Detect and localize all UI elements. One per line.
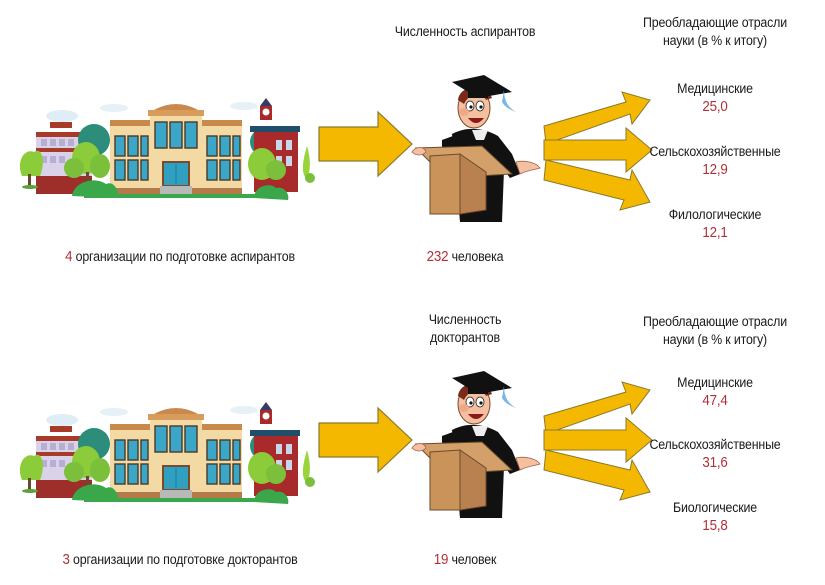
field-item: Медицинские 47,4: [646, 374, 784, 410]
fields-title: Преобладающие отрасли науки (в % к итогу…: [642, 314, 788, 347]
arrow-to-field-1: [543, 381, 651, 435]
arrow-to-field-2: [543, 416, 653, 464]
headcount-value: 232: [426, 249, 449, 265]
graduate-at-podium-icon: [411, 75, 541, 222]
fan-out-arrows-icon: [543, 91, 653, 211]
arrow-to-field-2: [543, 126, 653, 174]
field-percent: 12,1: [702, 225, 728, 241]
field-item: Биологические 15,8: [646, 499, 784, 535]
field-percent: 25,0: [702, 99, 728, 115]
arrow-right-icon: [318, 110, 413, 178]
field-percent: 15,8: [702, 518, 728, 534]
headcount-title: Численность докторантов: [428, 312, 502, 345]
headcount-label: 232 человека: [426, 249, 504, 265]
arrow-to-field-3: [543, 449, 651, 501]
field-percent: 12,9: [702, 162, 728, 178]
field-name: Биологические: [673, 500, 757, 515]
org-count-label: 3 организации по подготовке докторантов: [62, 552, 298, 568]
field-name: Медицинские: [677, 375, 753, 390]
arrow-to-field-3: [543, 159, 651, 211]
field-name: Сельскохозяйственные: [649, 437, 781, 452]
field-name: Медицинские: [677, 81, 753, 96]
field-name: Сельскохозяйственные: [649, 144, 781, 159]
headcount-value: 19: [433, 552, 449, 568]
arrow-to-field-1: [543, 91, 651, 145]
graduate-at-podium-icon: [411, 371, 541, 518]
org-count-value: 4: [65, 249, 73, 265]
org-count-label: 4 организации по подготовке аспирантов: [65, 249, 295, 265]
field-item: Сельскохозяйственные 31,6: [646, 436, 784, 472]
field-item: Сельскохозяйственные 12,9: [646, 143, 784, 179]
school-building-icon: [19, 402, 315, 504]
field-percent: 31,6: [702, 455, 728, 471]
school-building-icon: [19, 98, 315, 200]
fields-title: Преобладающие отрасли науки (в % к итогу…: [642, 15, 788, 48]
field-percent: 47,4: [702, 393, 728, 409]
headcount-label: 19 человек: [433, 552, 497, 568]
field-item: Филологические 12,1: [646, 206, 784, 242]
org-count-value: 3: [62, 552, 70, 568]
arrow-right-icon: [318, 406, 413, 474]
field-item: Медицинские 25,0: [646, 80, 784, 116]
headcount-title: Численность аспирантов: [394, 24, 536, 39]
fan-out-arrows-icon: [543, 381, 653, 501]
field-name: Филологические: [668, 207, 762, 222]
